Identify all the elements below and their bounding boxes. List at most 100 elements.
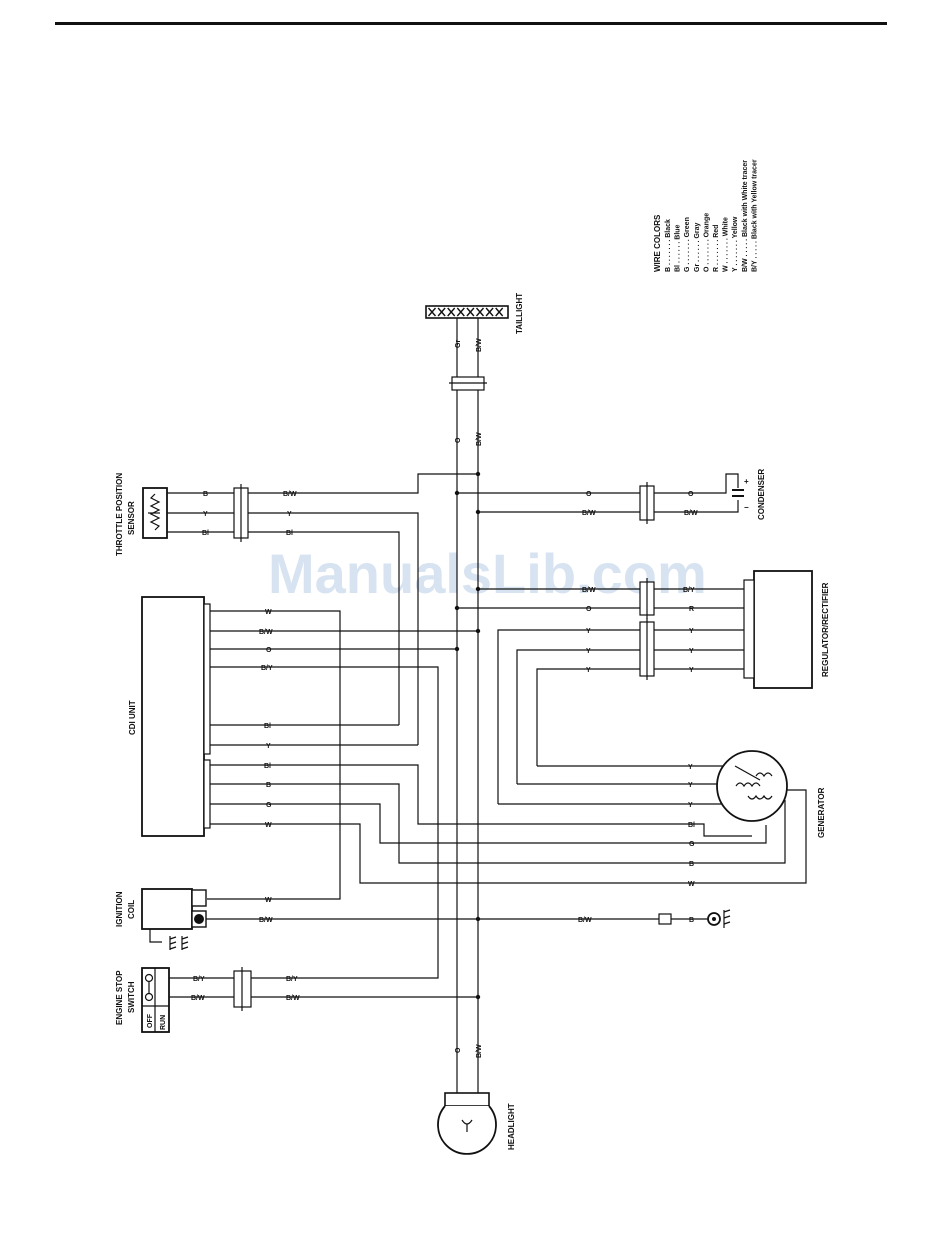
wire-label-bw-bottom: B/W: [476, 1044, 483, 1058]
wire-label-ign-bw: B/W: [259, 917, 273, 924]
wire-label-stop-by2: B/Y: [286, 976, 298, 983]
legend-entry: B/W . . . . . Black with White tracer: [742, 160, 749, 272]
wire-label-gen-bl: Bl: [688, 822, 695, 829]
tps-wires: [167, 473, 478, 745]
wire-label-cdi-b: B: [266, 782, 271, 789]
taillight-element-icon: [427, 307, 437, 317]
wire-label-gen-b: B: [689, 861, 694, 868]
ignition-label-line2: COIL: [127, 900, 136, 919]
wire-label-gen-y2: Y: [688, 782, 693, 789]
wire-label-ground-b: B: [689, 917, 694, 924]
wire-label-bw-top: B/W: [476, 338, 483, 352]
regulator-rectifier: REGULATOR/RECTIFIER: [743, 570, 830, 689]
wire-label-reg-y4: Y: [689, 628, 694, 635]
wire-label-cond-bw2: B/W: [684, 510, 698, 517]
ignition-ground-icon: [169, 936, 189, 950]
wire-label-cdi-bw: B/W: [259, 629, 273, 636]
wire-label-tps-bw: B/W: [283, 491, 297, 498]
wire-label-reg-y2: Y: [586, 648, 591, 655]
stop-label-line2: SWITCH: [127, 981, 136, 1013]
wire-label-cond-o: O: [586, 491, 592, 498]
wire-label-cdi-w1: W: [265, 609, 272, 616]
legend-entry: W . . . . . . . White: [723, 217, 730, 272]
condenser-label: CONDENSER: [757, 469, 766, 520]
condenser: + − CONDENSER: [457, 469, 766, 524]
stop-switch-wires: [169, 967, 478, 1011]
legend-entry: Gr . . . . . . Gray: [694, 222, 701, 272]
legend-entry: O . . . . . . . Orange: [703, 213, 710, 272]
wire-label-cdi-bl1: Bl: [264, 723, 271, 730]
cdi-wires: [207, 610, 807, 979]
cdi-unit: CDI UNIT: [128, 596, 211, 837]
wire-label-reg-y3: Y: [586, 667, 591, 674]
legend-entry: G . . . . . . . Green: [684, 217, 691, 272]
ground-icon: [723, 909, 731, 928]
wire-label-gen-y3: Y: [688, 802, 693, 809]
wire-label-cdi-y: Y: [266, 743, 271, 750]
condenser-minus: −: [744, 503, 749, 512]
taillight-label: TAILLIGHT: [515, 293, 524, 334]
wire-label-cdi-bl2: Bl: [264, 763, 271, 770]
wire-label-bw-mid: B/W: [476, 432, 483, 446]
throttle-position-sensor: THROTTLE POSITION SENSOR: [115, 473, 168, 556]
top-rule: [55, 22, 887, 25]
generator-label: GENERATOR: [817, 787, 826, 838]
taillight-connector: [449, 376, 487, 391]
wire-label-cdi-by: B/Y: [261, 665, 273, 672]
legend-title: WIRE COLORS: [653, 214, 662, 272]
wire-label-reg-o: O: [586, 606, 592, 613]
wire-label-tps-bl: Bl: [202, 530, 209, 537]
wire-label-cdi-w2: W: [265, 822, 272, 829]
wire-label-tps-y: Y: [203, 511, 208, 518]
headlight-label: HEADLIGHT: [507, 1103, 516, 1150]
wire-label-reg-y5: Y: [689, 648, 694, 655]
taillight-element-icon: [495, 307, 504, 317]
ground-connector: [658, 912, 721, 926]
ignition-coil: IGNITION COIL: [115, 888, 659, 943]
wire-label-o-mid: O: [455, 437, 462, 443]
wire-label-cdi-o: O: [266, 647, 272, 654]
wire-label-ign-w: W: [265, 897, 272, 904]
wire-label-gen-g: G: [689, 841, 695, 848]
main-trunk: [456, 312, 479, 1093]
condenser-plus: +: [744, 477, 749, 486]
taillight-element-icon: [475, 307, 485, 317]
wire-label-cond-o2: O: [688, 491, 694, 498]
generator: GENERATOR: [498, 750, 826, 838]
wire-label-reg-r: R: [689, 606, 694, 613]
wire-label-o-bottom: O: [455, 1047, 462, 1053]
taillight-element-icon: [437, 307, 446, 317]
tps-label-line1: THROTTLE POSITION: [115, 473, 124, 556]
wire-label-gr-top: Gr: [455, 340, 462, 348]
watermark: ManualsLib.com: [268, 542, 707, 605]
cdi-label: CDI UNIT: [128, 700, 137, 735]
legend-entry: Bl . . . . . . Blue: [675, 224, 682, 272]
wire-label-gen-w: W: [688, 881, 695, 888]
wire-label-reg-by: B/Y: [683, 587, 695, 594]
wire-label-stop-bw2: B/W: [286, 995, 300, 1002]
legend-entry: Y . . . . . . . Yellow: [732, 216, 739, 272]
wire-label-tps-y2: Y: [287, 511, 292, 518]
legend-entry: B/Y . . . . . Black with Yellow tracer: [751, 159, 758, 272]
taillight-element-icon: [447, 307, 456, 317]
stop-label-line1: ENGINE STOP: [115, 970, 124, 1025]
taillight-element-icon: [456, 307, 465, 317]
junction-dots: [454, 471, 481, 1000]
wire-label-cond-bw: B/W: [582, 510, 596, 517]
engine-stop-switch: OFF RUN ENGINE STOP SWITCH: [115, 967, 170, 1033]
switch-off-label: OFF: [147, 1013, 154, 1028]
regulator-label: REGULATOR/RECTIFIER: [821, 582, 830, 677]
legend-entry: B . . . . . . . Black: [665, 219, 672, 272]
ignition-label-line1: IGNITION: [115, 891, 124, 927]
taillight: TAILLIGHT: [425, 293, 524, 334]
switch-run-label: RUN: [160, 1015, 167, 1030]
wire-label-stop-bw1: B/W: [191, 995, 205, 1002]
tps-label-line2: SENSOR: [127, 501, 136, 535]
taillight-element-icon: [466, 307, 475, 317]
wire-label-tps-bl2: Bl: [286, 530, 293, 537]
wire-label-cdi-g: G: [266, 802, 272, 809]
taillight-element-icon: [485, 307, 494, 317]
